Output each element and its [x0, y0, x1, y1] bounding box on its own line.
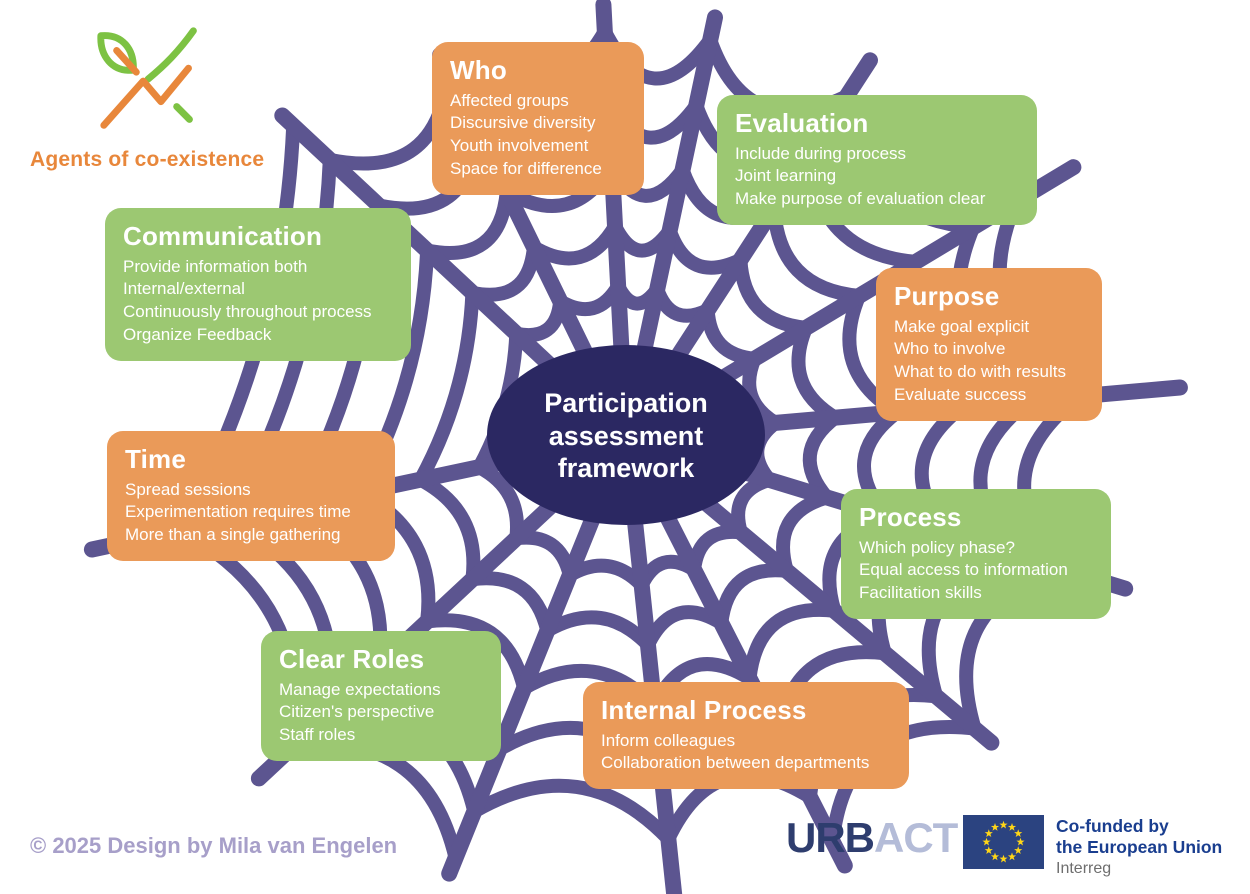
node-item: Equal access to information: [859, 560, 1068, 580]
node-title: Who: [450, 55, 507, 85]
node-item: Collaboration between departments: [601, 753, 870, 773]
node-item: Space for difference: [450, 159, 602, 179]
node-item: Facilitation skills: [859, 583, 982, 603]
node-title: Evaluation: [735, 108, 869, 138]
center-title-line: Participation: [544, 387, 708, 418]
node-item: Joint learning: [735, 166, 837, 186]
brand-block: Agents of co-existence: [30, 22, 280, 172]
center-title-line: assessment: [548, 420, 704, 451]
node-item: Internal/external: [123, 279, 245, 299]
center-title: Participation assessment framework: [487, 347, 765, 525]
node-item: Which policy phase?: [859, 537, 1015, 557]
urbact-logo-bold: URB: [786, 814, 875, 861]
node-item: Experimentation requires time: [125, 502, 351, 522]
node-item: Youth involvement: [450, 136, 589, 156]
node-item: Make goal explicit: [894, 316, 1030, 336]
copyright-text: © 2025 Design by Mila van Engelen: [30, 833, 398, 858]
node-item: Organize Feedback: [123, 325, 272, 345]
node-evaluation: Evaluation Include during process Joint …: [717, 95, 1037, 226]
node-item: Evaluate success: [894, 385, 1027, 405]
center-title-line: framework: [557, 453, 695, 484]
node-item: Continuously throughout process: [123, 302, 372, 322]
brand-name: Agents of co-existence: [30, 148, 265, 171]
node-communication: Communication Provide information both I…: [105, 208, 411, 362]
interreg-label: Interreg: [1056, 860, 1112, 878]
node-title: Communication: [123, 221, 323, 251]
node-item: Affected groups: [450, 90, 569, 110]
node-process: Process Which policy phase? Equal access…: [841, 489, 1111, 620]
node-item: Manage expectations: [279, 679, 441, 699]
node-item: Inform colleagues: [601, 730, 736, 750]
node-purpose: Purpose Make goal explicit Who to involv…: [876, 268, 1102, 422]
node-item: Provide information both: [123, 256, 308, 276]
urbact-logo: URBACT: [786, 814, 958, 861]
node-item: Staff roles: [279, 725, 356, 745]
eu-funding-text: Co-funded by the European Union Interreg: [1056, 816, 1222, 879]
node-internal-process: Internal Process Inform colleagues Colla…: [583, 682, 909, 790]
node-item: Who to involve: [894, 339, 1006, 359]
node-title: Process: [859, 502, 962, 532]
urbact-logo-light: ACT: [874, 814, 958, 861]
node-time: Time Spread sessions Experimentation req…: [107, 431, 395, 562]
node-item: What to do with results: [894, 362, 1066, 382]
node-item: Include during process: [735, 143, 907, 163]
node-item: Spread sessions: [125, 479, 251, 499]
node-item: Make purpose of evaluation clear: [735, 189, 986, 209]
eu-cofunded-line1: Co-funded by: [1056, 816, 1169, 836]
agents-x-logo-icon: [97, 27, 197, 129]
eu-flag-icon: [963, 815, 1044, 869]
eu-cofunded-line2: the European Union: [1056, 836, 1223, 857]
node-item: Citizen's perspective: [279, 702, 435, 722]
node-title: Internal Process: [601, 695, 807, 725]
node-item: Discursive diversity: [450, 113, 596, 133]
node-clear-roles: Clear Roles Manage expectations Citizen'…: [261, 631, 501, 762]
node-title: Time: [125, 444, 187, 474]
node-title: Clear Roles: [279, 644, 425, 674]
node-item: More than a single gathering: [125, 525, 341, 545]
node-who: Who Affected groups Discursive diversity…: [432, 42, 644, 196]
node-title: Purpose: [894, 281, 1000, 311]
